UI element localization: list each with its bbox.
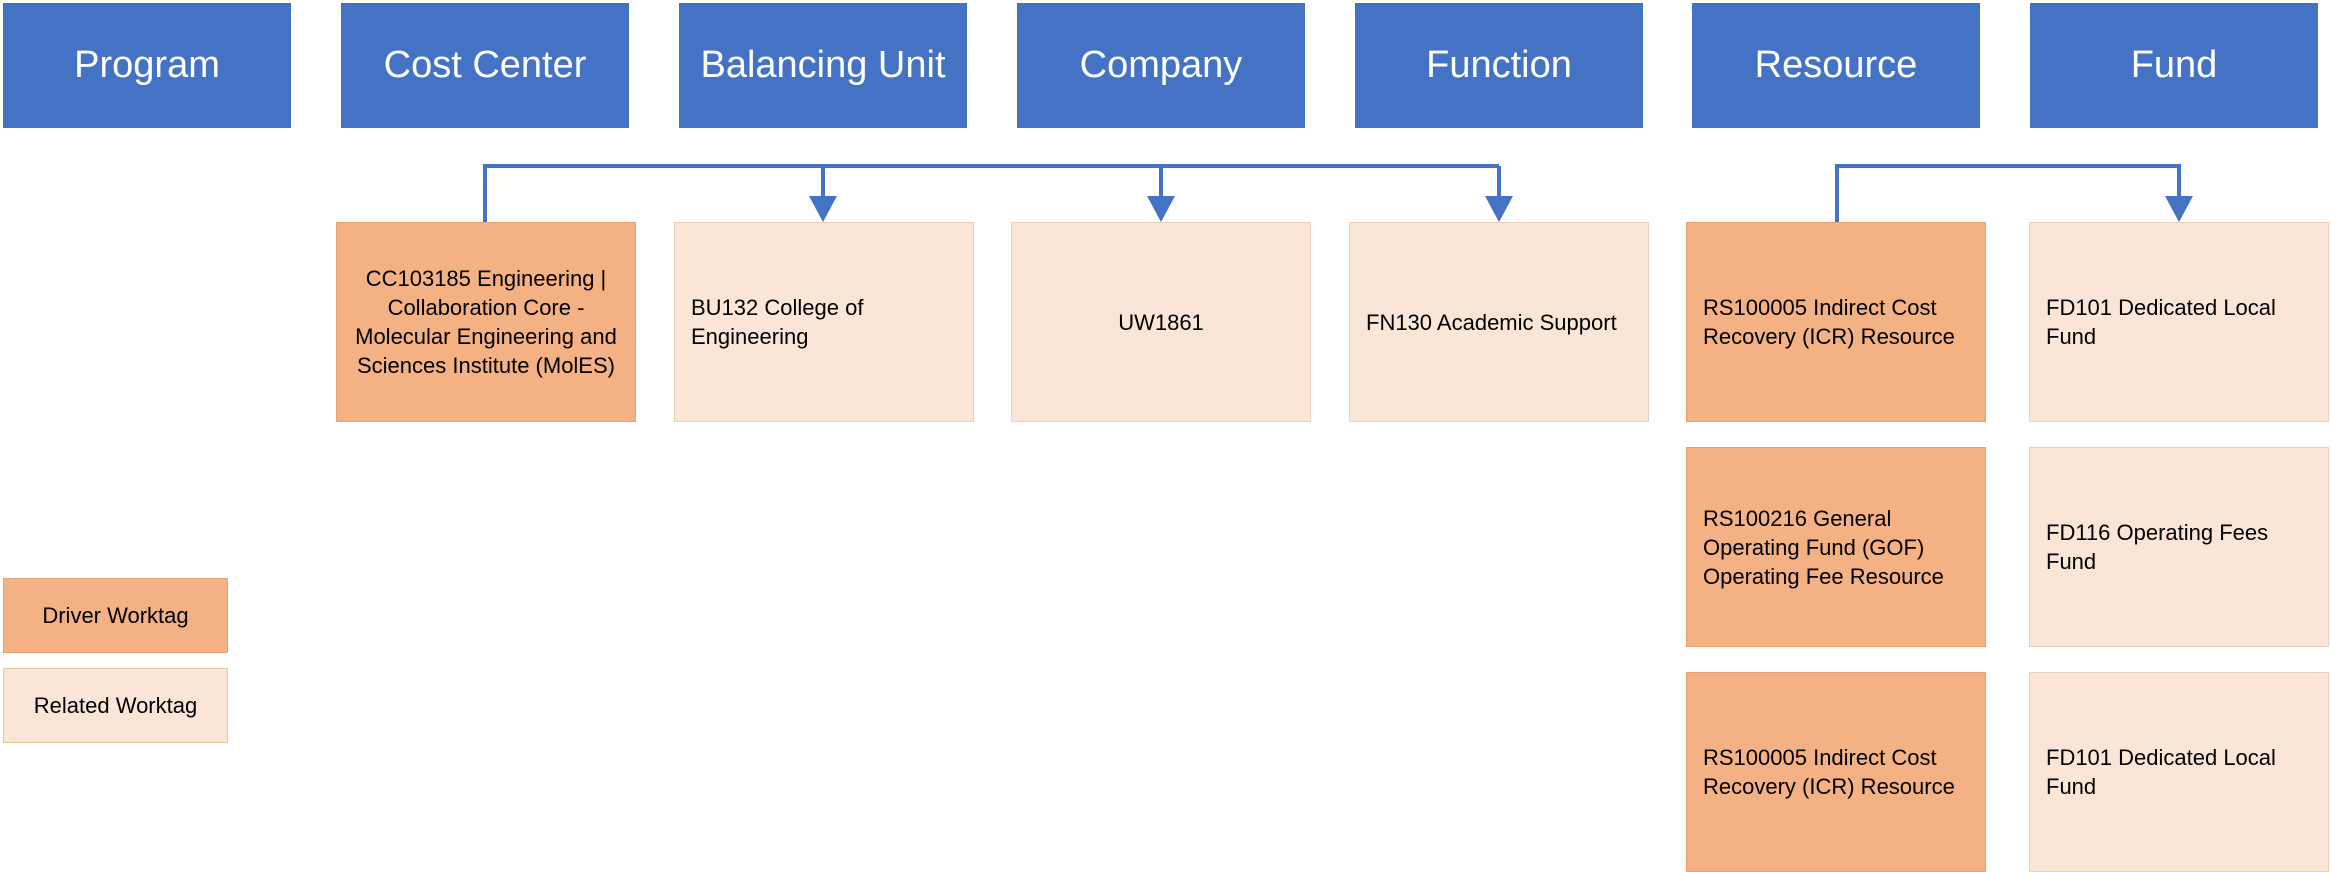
- header-company: Company: [1017, 3, 1305, 128]
- legend-related-worktag: Related Worktag: [3, 668, 228, 743]
- fund-worktag-1: FD101 Dedicated Local Fund: [2029, 222, 2329, 422]
- resource-connector: [1835, 164, 2181, 222]
- resource-worktag-3: RS100005 Indirect Cost Recovery (ICR) Re…: [1686, 672, 1986, 872]
- fund-arrowhead: [2165, 196, 2193, 222]
- header-cost-center: Cost Center: [341, 3, 629, 128]
- function-worktag: FN130 Academic Support: [1349, 222, 1649, 422]
- cost-center-connector: [483, 164, 1499, 222]
- resource-worktag-2: RS100216 General Operating Fund (GOF) Op…: [1686, 447, 1986, 647]
- balancing-unit-arrowhead: [809, 196, 837, 222]
- cost-center-worktag: CC103185 Engineering | Collaboration Cor…: [336, 222, 636, 422]
- function-worktag-label: FN130 Academic Support: [1366, 309, 1617, 335]
- resource-worktag-2-label: RS100216 General Operating Fund (GOF) Op…: [1703, 505, 1944, 589]
- header-function: Function: [1355, 3, 1643, 128]
- fund-worktag-2-label: FD116 Operating Fees Fund: [2046, 520, 2269, 574]
- cost-center-worktag-label: CC103185 Engineering | Collaboration Cor…: [355, 266, 617, 378]
- header-program: Program: [3, 3, 291, 128]
- header-fund: Fund: [2030, 3, 2318, 128]
- balancing-unit-worktag-label: BU132 College of Engineering: [691, 295, 864, 349]
- resource-worktag-3-label: RS100005 Indirect Cost Recovery (ICR) Re…: [1703, 745, 1955, 799]
- function-arrowhead: [1485, 196, 1513, 222]
- header-balancing-unit: Balancing Unit: [679, 3, 967, 128]
- header-resource: Resource: [1692, 3, 1980, 128]
- resource-worktag-1-label: RS100005 Indirect Cost Recovery (ICR) Re…: [1703, 295, 1955, 349]
- company-worktag-label: UW1861: [1118, 309, 1204, 335]
- balancing-unit-worktag: BU132 College of Engineering: [674, 222, 974, 422]
- fund-worktag-2: FD116 Operating Fees Fund: [2029, 447, 2329, 647]
- fund-worktag-1-label: FD101 Dedicated Local Fund: [2046, 295, 2276, 349]
- legend-driver-label: Driver Worktag: [42, 602, 189, 628]
- company-arrowhead: [1147, 196, 1175, 222]
- company-worktag: UW1861: [1011, 222, 1311, 422]
- legend-driver-worktag: Driver Worktag: [3, 578, 228, 653]
- fund-worktag-3: FD101 Dedicated Local Fund: [2029, 672, 2329, 872]
- fund-worktag-3-label: FD101 Dedicated Local Fund: [2046, 745, 2276, 799]
- resource-worktag-1: RS100005 Indirect Cost Recovery (ICR) Re…: [1686, 222, 1986, 422]
- legend-related-label: Related Worktag: [33, 692, 198, 718]
